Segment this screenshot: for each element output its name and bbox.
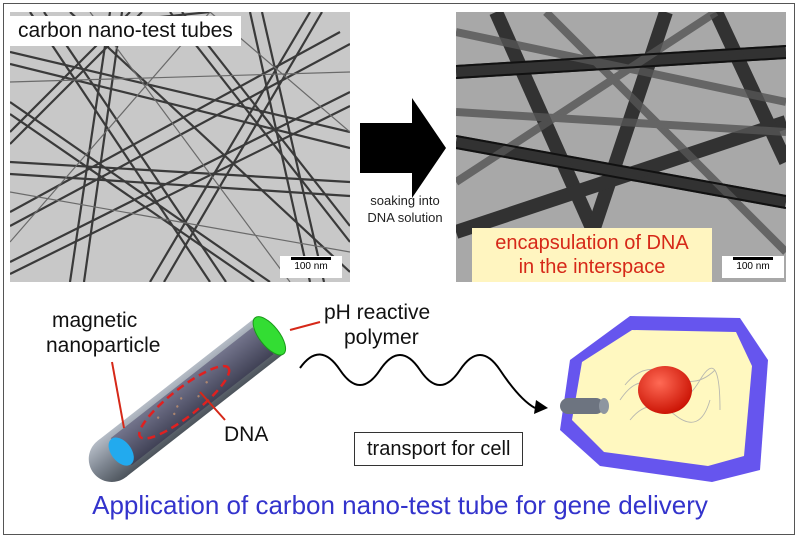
- encapsulation-line-2: in the interspace: [518, 256, 666, 278]
- left-scale-bar: 100 nm: [280, 256, 342, 278]
- soaking-caption-line-1: soaking into: [370, 193, 440, 208]
- cell-nucleus: [638, 366, 692, 414]
- ph-polymer-cap: [252, 316, 287, 356]
- right-scale-bar: 100 nm: [722, 256, 784, 278]
- transport-wave: [299, 353, 536, 409]
- pointer-dna: [199, 391, 226, 421]
- magnetic-nanoparticle-shape: [108, 437, 134, 466]
- polymer-label-line-2: polymer: [344, 326, 419, 349]
- right-scale-bar-text: 100 nm: [736, 261, 770, 272]
- magnetic-label-line-2: nanoparticle: [46, 334, 161, 357]
- magnetic-label-line-1: magnetic: [52, 309, 138, 332]
- dna-label: DNA: [224, 423, 269, 446]
- transport-label: transport for cell: [354, 432, 524, 466]
- cell: [560, 316, 768, 482]
- nanotube-entering-cell: [560, 398, 609, 414]
- encapsulation-line-1: encapsulation of DNA: [495, 232, 689, 254]
- ph-polymer-label: pH reactive polymer: [324, 300, 430, 350]
- nanotube-capsule: [88, 316, 287, 482]
- process-arrow: [360, 98, 446, 198]
- dna-dashed-outline: [138, 364, 231, 440]
- figure-title: Application of carbon nano-test tube for…: [92, 490, 708, 520]
- tem-image-left: [10, 12, 350, 282]
- pointer-magnetic: [111, 361, 125, 429]
- soaking-caption-line-2: DNA solution: [367, 210, 443, 225]
- tube-inner-cavity: [110, 327, 274, 465]
- dna-particles: [156, 381, 208, 419]
- magnetic-nanoparticle-label: magnetic nanoparticle: [46, 308, 160, 358]
- transport-arrowhead: [534, 400, 548, 414]
- left-image-label: carbon nano-test tubes: [10, 16, 241, 46]
- encapsulation-annotation: encapsulation of DNA in the interspace: [472, 228, 712, 282]
- soaking-caption: soaking into DNA solution: [355, 192, 455, 226]
- figure-frame: [3, 3, 795, 535]
- pointer-polymer: [289, 321, 321, 331]
- scale-bar-line: [733, 257, 773, 260]
- scale-bar-line: [291, 257, 331, 260]
- left-scale-bar-text: 100 nm: [294, 261, 328, 272]
- polymer-label-line-1: pH reactive: [324, 301, 431, 324]
